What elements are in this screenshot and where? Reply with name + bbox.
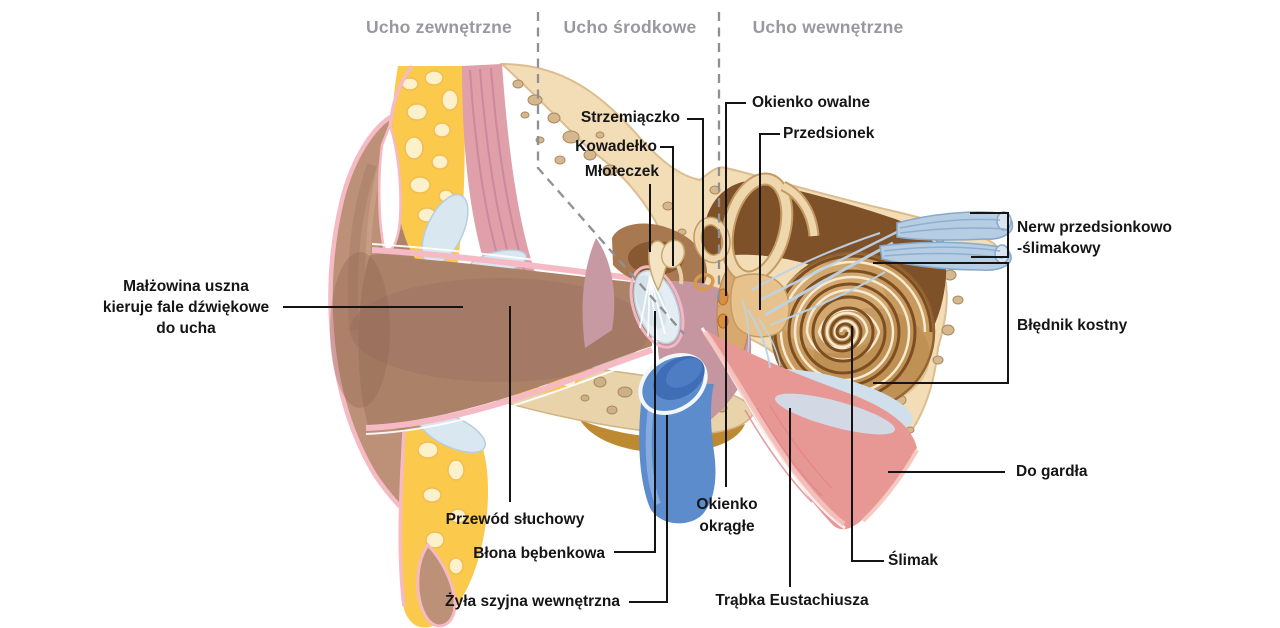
section-header-outer-ear: Ucho zewnętrzne — [366, 17, 512, 37]
leader-cochlea — [851, 326, 884, 562]
leader-oval-window — [725, 102, 746, 296]
label-jugular-vein: Żyła szyjna wewnętrzna — [445, 593, 620, 610]
leader-vestibule — [759, 133, 780, 310]
stapes-bone — [693, 273, 715, 291]
label-vestibulocochlear-nerve: Nerw przedsionkowo -ślimakowy — [1017, 219, 1173, 257]
leader-lines — [283, 102, 1009, 603]
label-pinna: Małżowina uszna kieruje fale dźwiękowe d… — [102, 278, 270, 337]
leader-incus — [660, 146, 674, 266]
ear-canal-shape — [330, 243, 655, 435]
label-eardrum: Błona bębenkowa — [473, 545, 605, 562]
section-header-inner-ear: Ucho wewnętrzne — [752, 17, 904, 37]
section-divider-dashed — [536, 12, 721, 335]
label-malleus: Młoteczek — [584, 163, 659, 180]
nerve-fibers — [741, 230, 898, 369]
leader-stapes — [687, 118, 704, 283]
leader-nerve-bracket — [970, 212, 1009, 258]
label-to-throat: Do gardła — [1016, 463, 1088, 480]
leader-eardrum — [614, 311, 656, 553]
label-cochlea: Ślimak — [888, 552, 938, 569]
label-eustachian-tube: Trąbka Eustachiusza — [715, 592, 869, 609]
ossicles — [648, 239, 729, 329]
label-oval-window: Okienko owalne — [752, 94, 871, 111]
leader-labyrinth-bracket — [873, 262, 1009, 384]
eustachian-muscle-fan — [700, 327, 919, 530]
label-bony-labyrinth: Błędnik kostny — [1017, 317, 1128, 334]
leader-jugular — [629, 415, 668, 603]
jugular-vein-shape — [638, 353, 716, 524]
section-header-middle-ear: Ucho środkowe — [563, 17, 697, 37]
fat-tissue — [377, 64, 489, 628]
label-vestibule: Przedsionek — [783, 125, 875, 142]
label-ear-canal: Przewód słuchowy — [445, 511, 585, 528]
label-incus: Kowadełko — [575, 138, 657, 155]
label-round-window: Okienko okrągłe — [696, 496, 758, 535]
label-stapes: Strzemiączko — [580, 109, 680, 126]
